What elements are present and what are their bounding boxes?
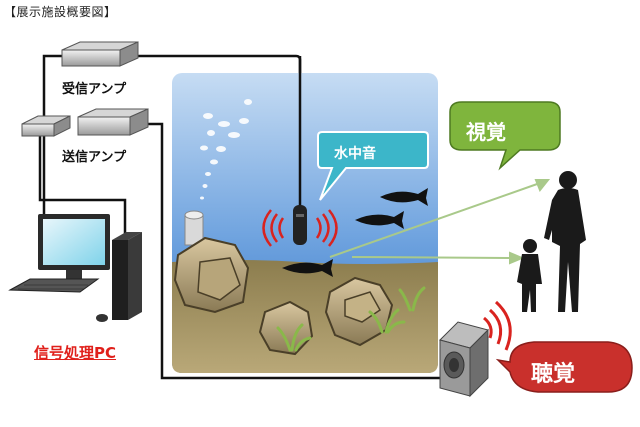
- page-title: 【展示施設概要図】: [4, 5, 117, 19]
- fish-group: [282, 188, 428, 277]
- amplifier-icon: [21, 115, 71, 137]
- hydrophone-icon: [293, 56, 307, 245]
- hydrophone-label: 水中音: [334, 146, 376, 162]
- hydrophone-callout: [317, 131, 429, 201]
- visual-label: 視覚: [466, 120, 506, 144]
- visual-callout: [449, 101, 561, 171]
- hearing-label: 聴覚: [531, 362, 576, 387]
- sound-wave-icon: [483, 300, 512, 351]
- fish-icon: [380, 188, 428, 206]
- desktop-pc-icon: [8, 214, 142, 322]
- transmit-amp-label: 送信アンプ: [62, 150, 127, 165]
- signal-processing-pc-label: 信号処理PC: [34, 344, 117, 362]
- hearing-callout: [495, 341, 633, 393]
- sight-arrows: [329, 179, 551, 265]
- seaweed: [276, 286, 426, 352]
- transmit-amplifier-icon: [77, 108, 149, 136]
- speaker-icon: [439, 321, 489, 398]
- sound-wave-icon: [262, 209, 338, 247]
- receive-amplifier-icon: [61, 41, 139, 67]
- bubbles: [200, 99, 252, 200]
- sensor-post: [184, 210, 204, 246]
- person-silhouette-icon: [517, 171, 586, 312]
- fish-icon: [355, 211, 404, 229]
- rocks: [173, 236, 394, 356]
- receive-amp-label: 受信アンプ: [62, 82, 127, 97]
- fish-icon: [282, 259, 333, 277]
